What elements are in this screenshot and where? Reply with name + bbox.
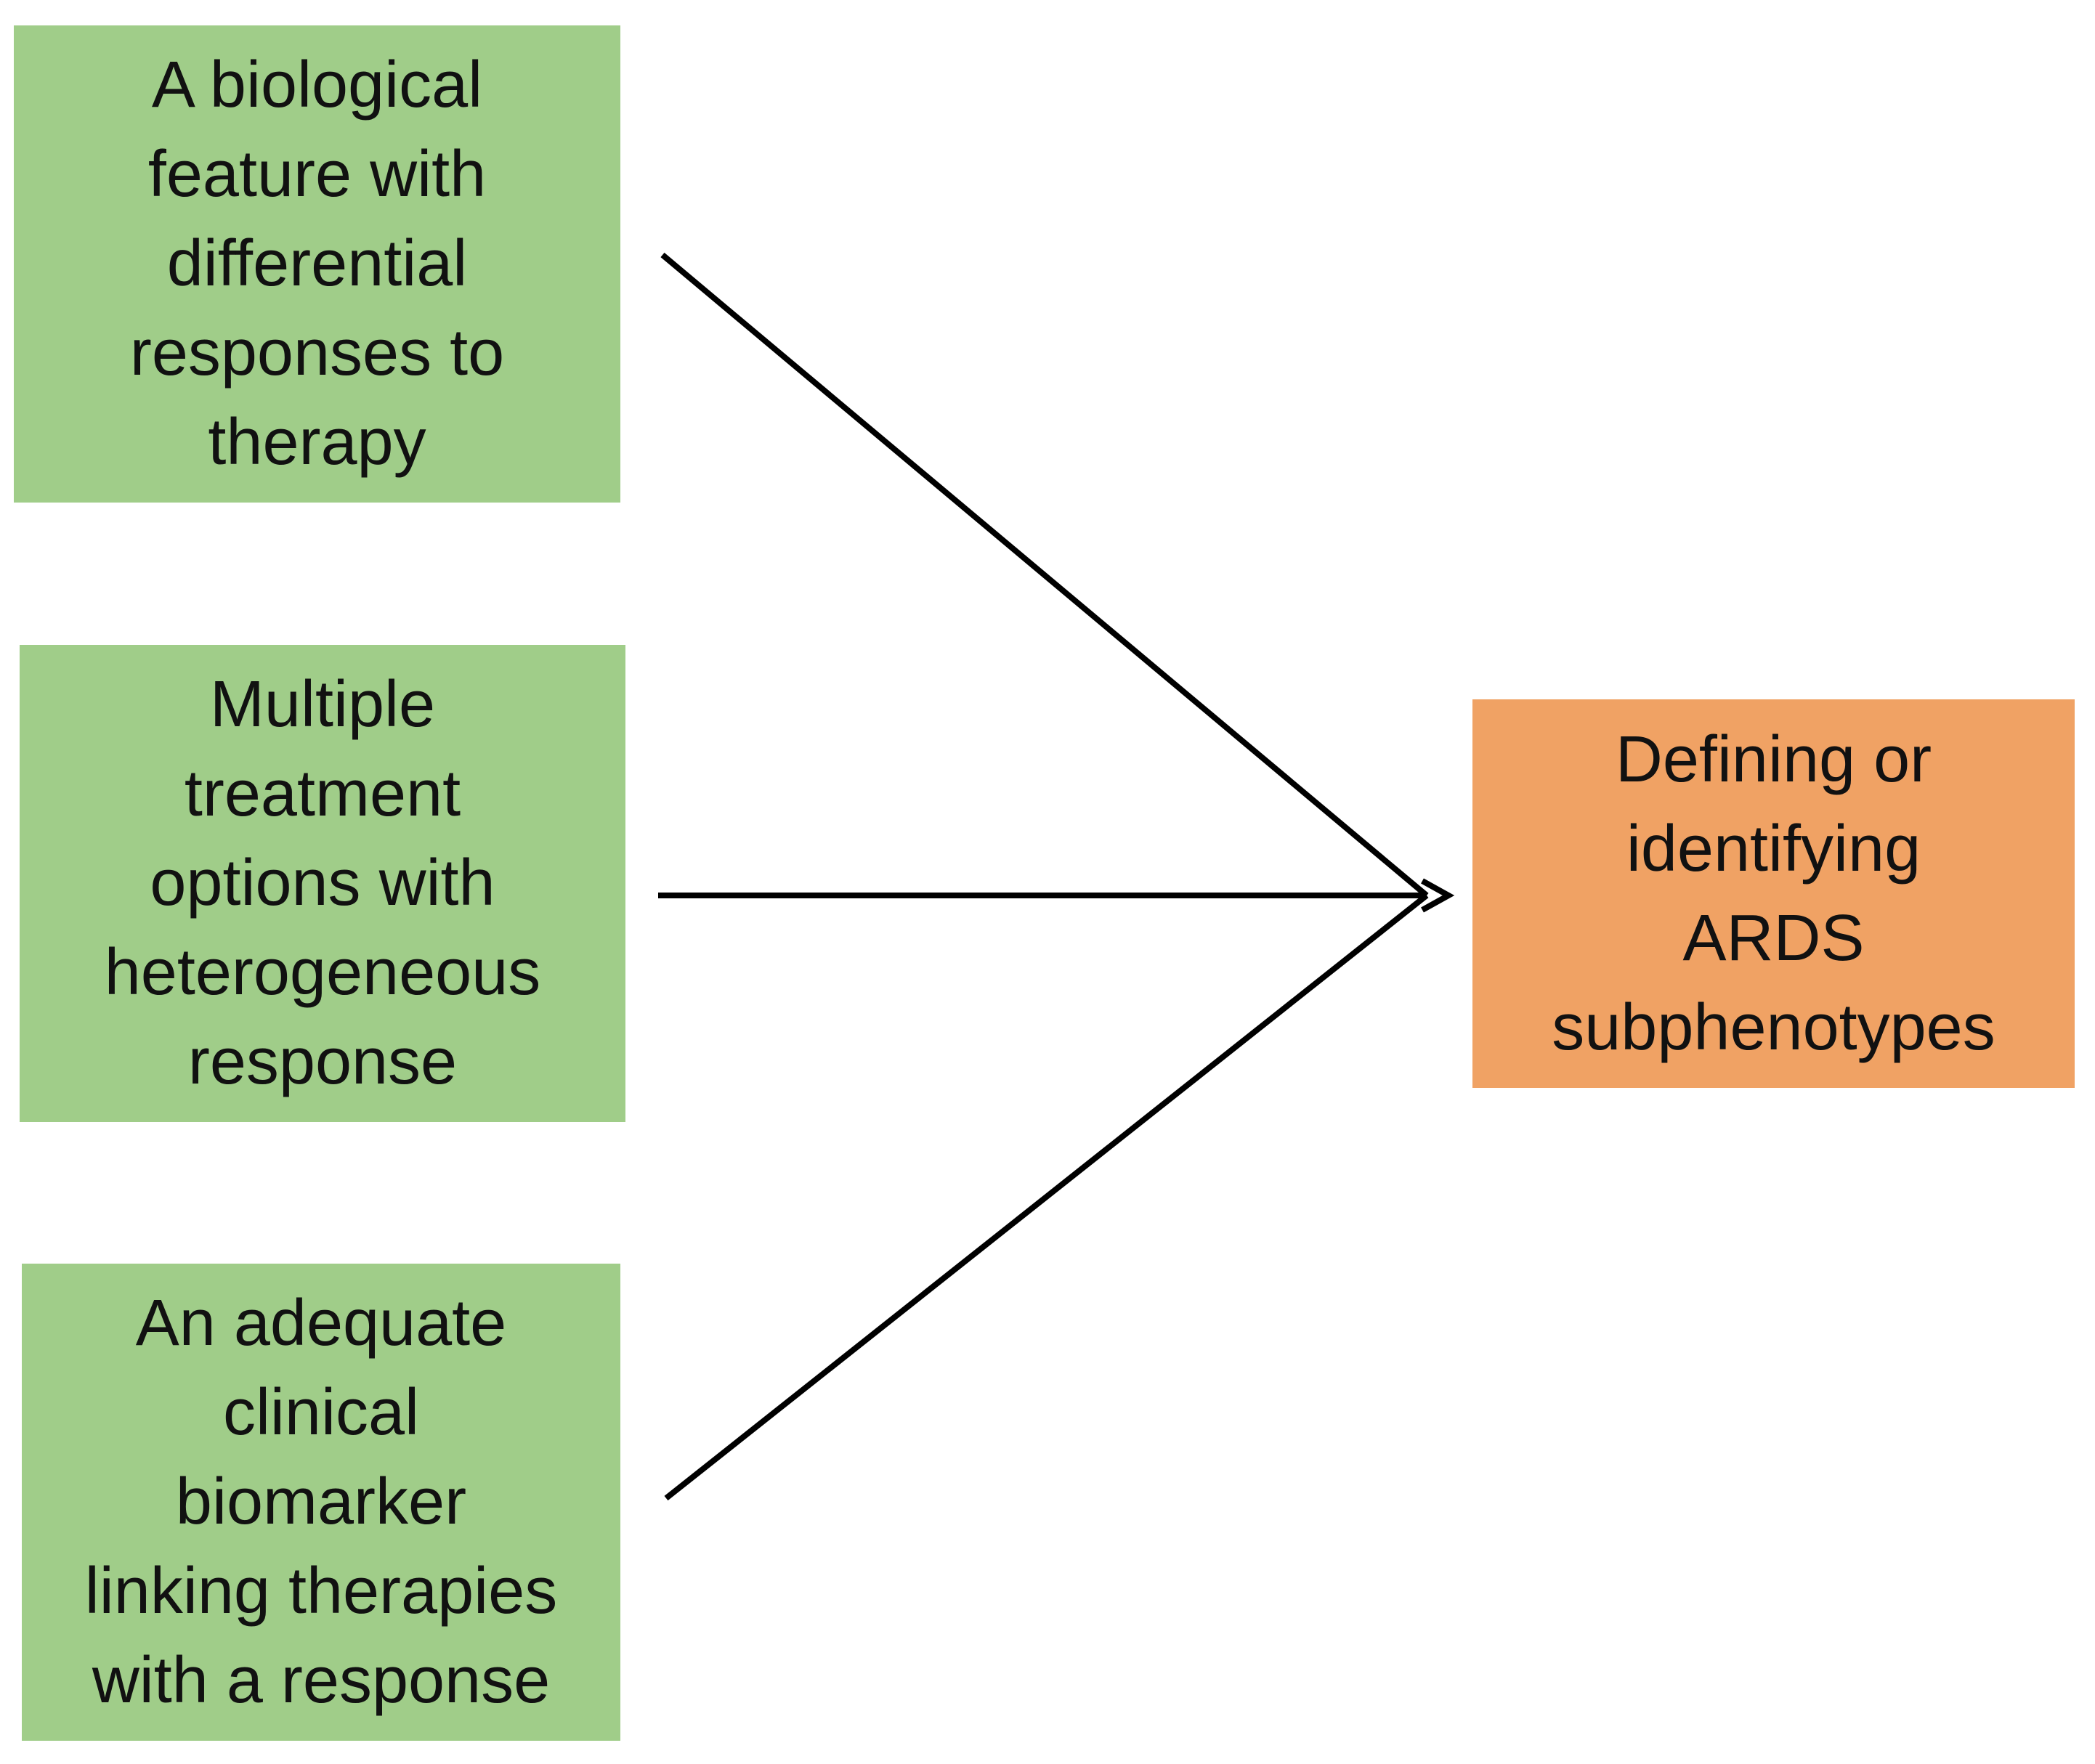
output-box-ards-subphenotypes: Defining or identifying ARDS subphenotyp… bbox=[1472, 699, 2075, 1088]
input-box-label: An adequate clinical biomarker linking t… bbox=[84, 1287, 558, 1717]
input-box-treatment-options: Multiple treatment options with heteroge… bbox=[20, 645, 625, 1122]
output-box-label: Defining or identifying ARDS subphenotyp… bbox=[1552, 723, 1995, 1064]
input-box-label: A biological feature with differential r… bbox=[129, 49, 505, 479]
arrowhead-icon bbox=[1421, 878, 1455, 913]
input-box-clinical-biomarker: An adequate clinical biomarker linking t… bbox=[22, 1264, 620, 1741]
input-box-label: Multiple treatment options with heteroge… bbox=[104, 668, 541, 1098]
connector-line-1 bbox=[660, 252, 1429, 898]
connector-line-3 bbox=[664, 893, 1429, 1501]
input-box-biological-feature: A biological feature with differential r… bbox=[14, 25, 620, 503]
